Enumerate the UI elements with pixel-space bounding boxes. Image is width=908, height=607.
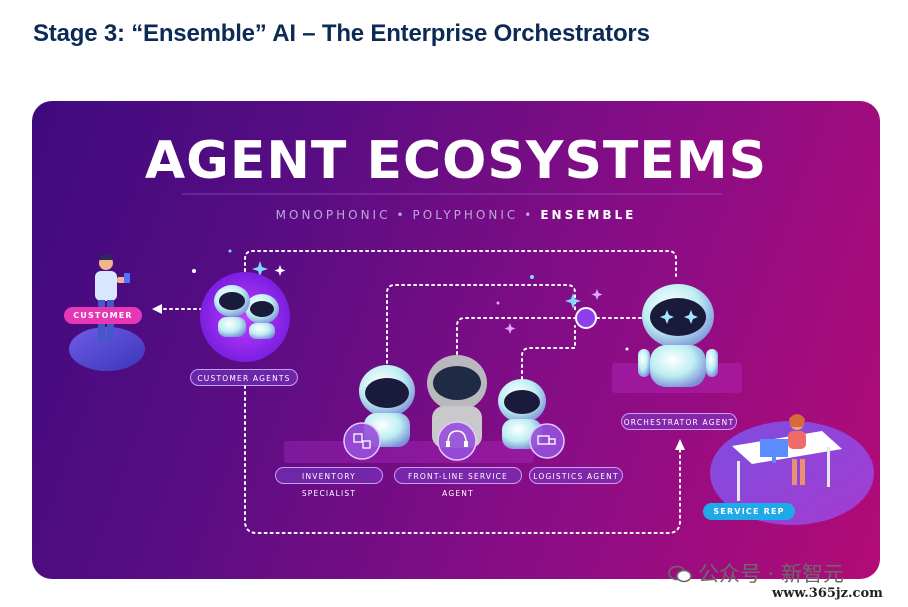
inventory-specialist-label: INVENTORY SPECIALIST [275, 467, 383, 498]
stage-polyphonic: POLYPHONIC [412, 208, 519, 222]
service-rep-label: SERVICE REP [703, 503, 795, 520]
front-line-service-agent-label: FRONT-LINE SERVICE AGENT [394, 467, 522, 498]
stage-sequence: MONOPHONIC • POLYPHONIC • ENSEMBLE [32, 208, 880, 222]
customer-agents-label: CUSTOMER AGENTS [190, 369, 298, 386]
site-url: www.365jz.com [772, 586, 883, 601]
diagram-heading: AGENT ECOSYSTEMS [144, 131, 768, 191]
watermark-text: 公众号 · 新智元 [698, 562, 845, 586]
stage-ensemble: ENSEMBLE [540, 208, 637, 222]
connector-logistics [521, 325, 576, 392]
diagram-graphics [69, 193, 874, 534]
service-rep-desk-icon [710, 414, 874, 525]
arrow-to-orchestrator-icon [675, 439, 685, 450]
stage-monophonic: MONOPHONIC [275, 208, 391, 222]
customer-label: CUSTOMER [64, 307, 142, 324]
arrow-to-customer-icon [152, 304, 162, 314]
connector-frontline [456, 317, 576, 367]
orchestrator-agent-robot-icon [638, 284, 718, 387]
stage-separator: • [524, 208, 535, 222]
connector-bottom [244, 385, 681, 534]
page-title: Stage 3: “Ensemble” AI – The Enterprise … [33, 20, 650, 47]
connector-top [244, 250, 677, 277]
orchestrator-agent-label: ORCHESTRATOR AGENT [621, 413, 737, 430]
logistics-agent-label: LOGISTICS AGENT [529, 467, 623, 484]
logistics-agent-robot-icon [498, 379, 565, 459]
stage-separator: • [396, 208, 407, 222]
sparkle-decorations [192, 249, 629, 351]
connector-inventory [386, 284, 576, 370]
watermark: 公众号 · 新智元 [668, 558, 844, 588]
connection-lines [159, 250, 681, 534]
customer-agents-robots-icon [200, 272, 290, 362]
inventory-specialist-robot-icon [343, 365, 415, 460]
front-line-service-agent-robot-icon [427, 355, 487, 461]
chat-bubble-icon [668, 565, 692, 583]
hub-node-icon [575, 307, 597, 329]
agent-ecosystems-diagram: AGENT ECOSYSTEMS MONOPHONIC • POLYPHONIC • E… [32, 101, 880, 579]
